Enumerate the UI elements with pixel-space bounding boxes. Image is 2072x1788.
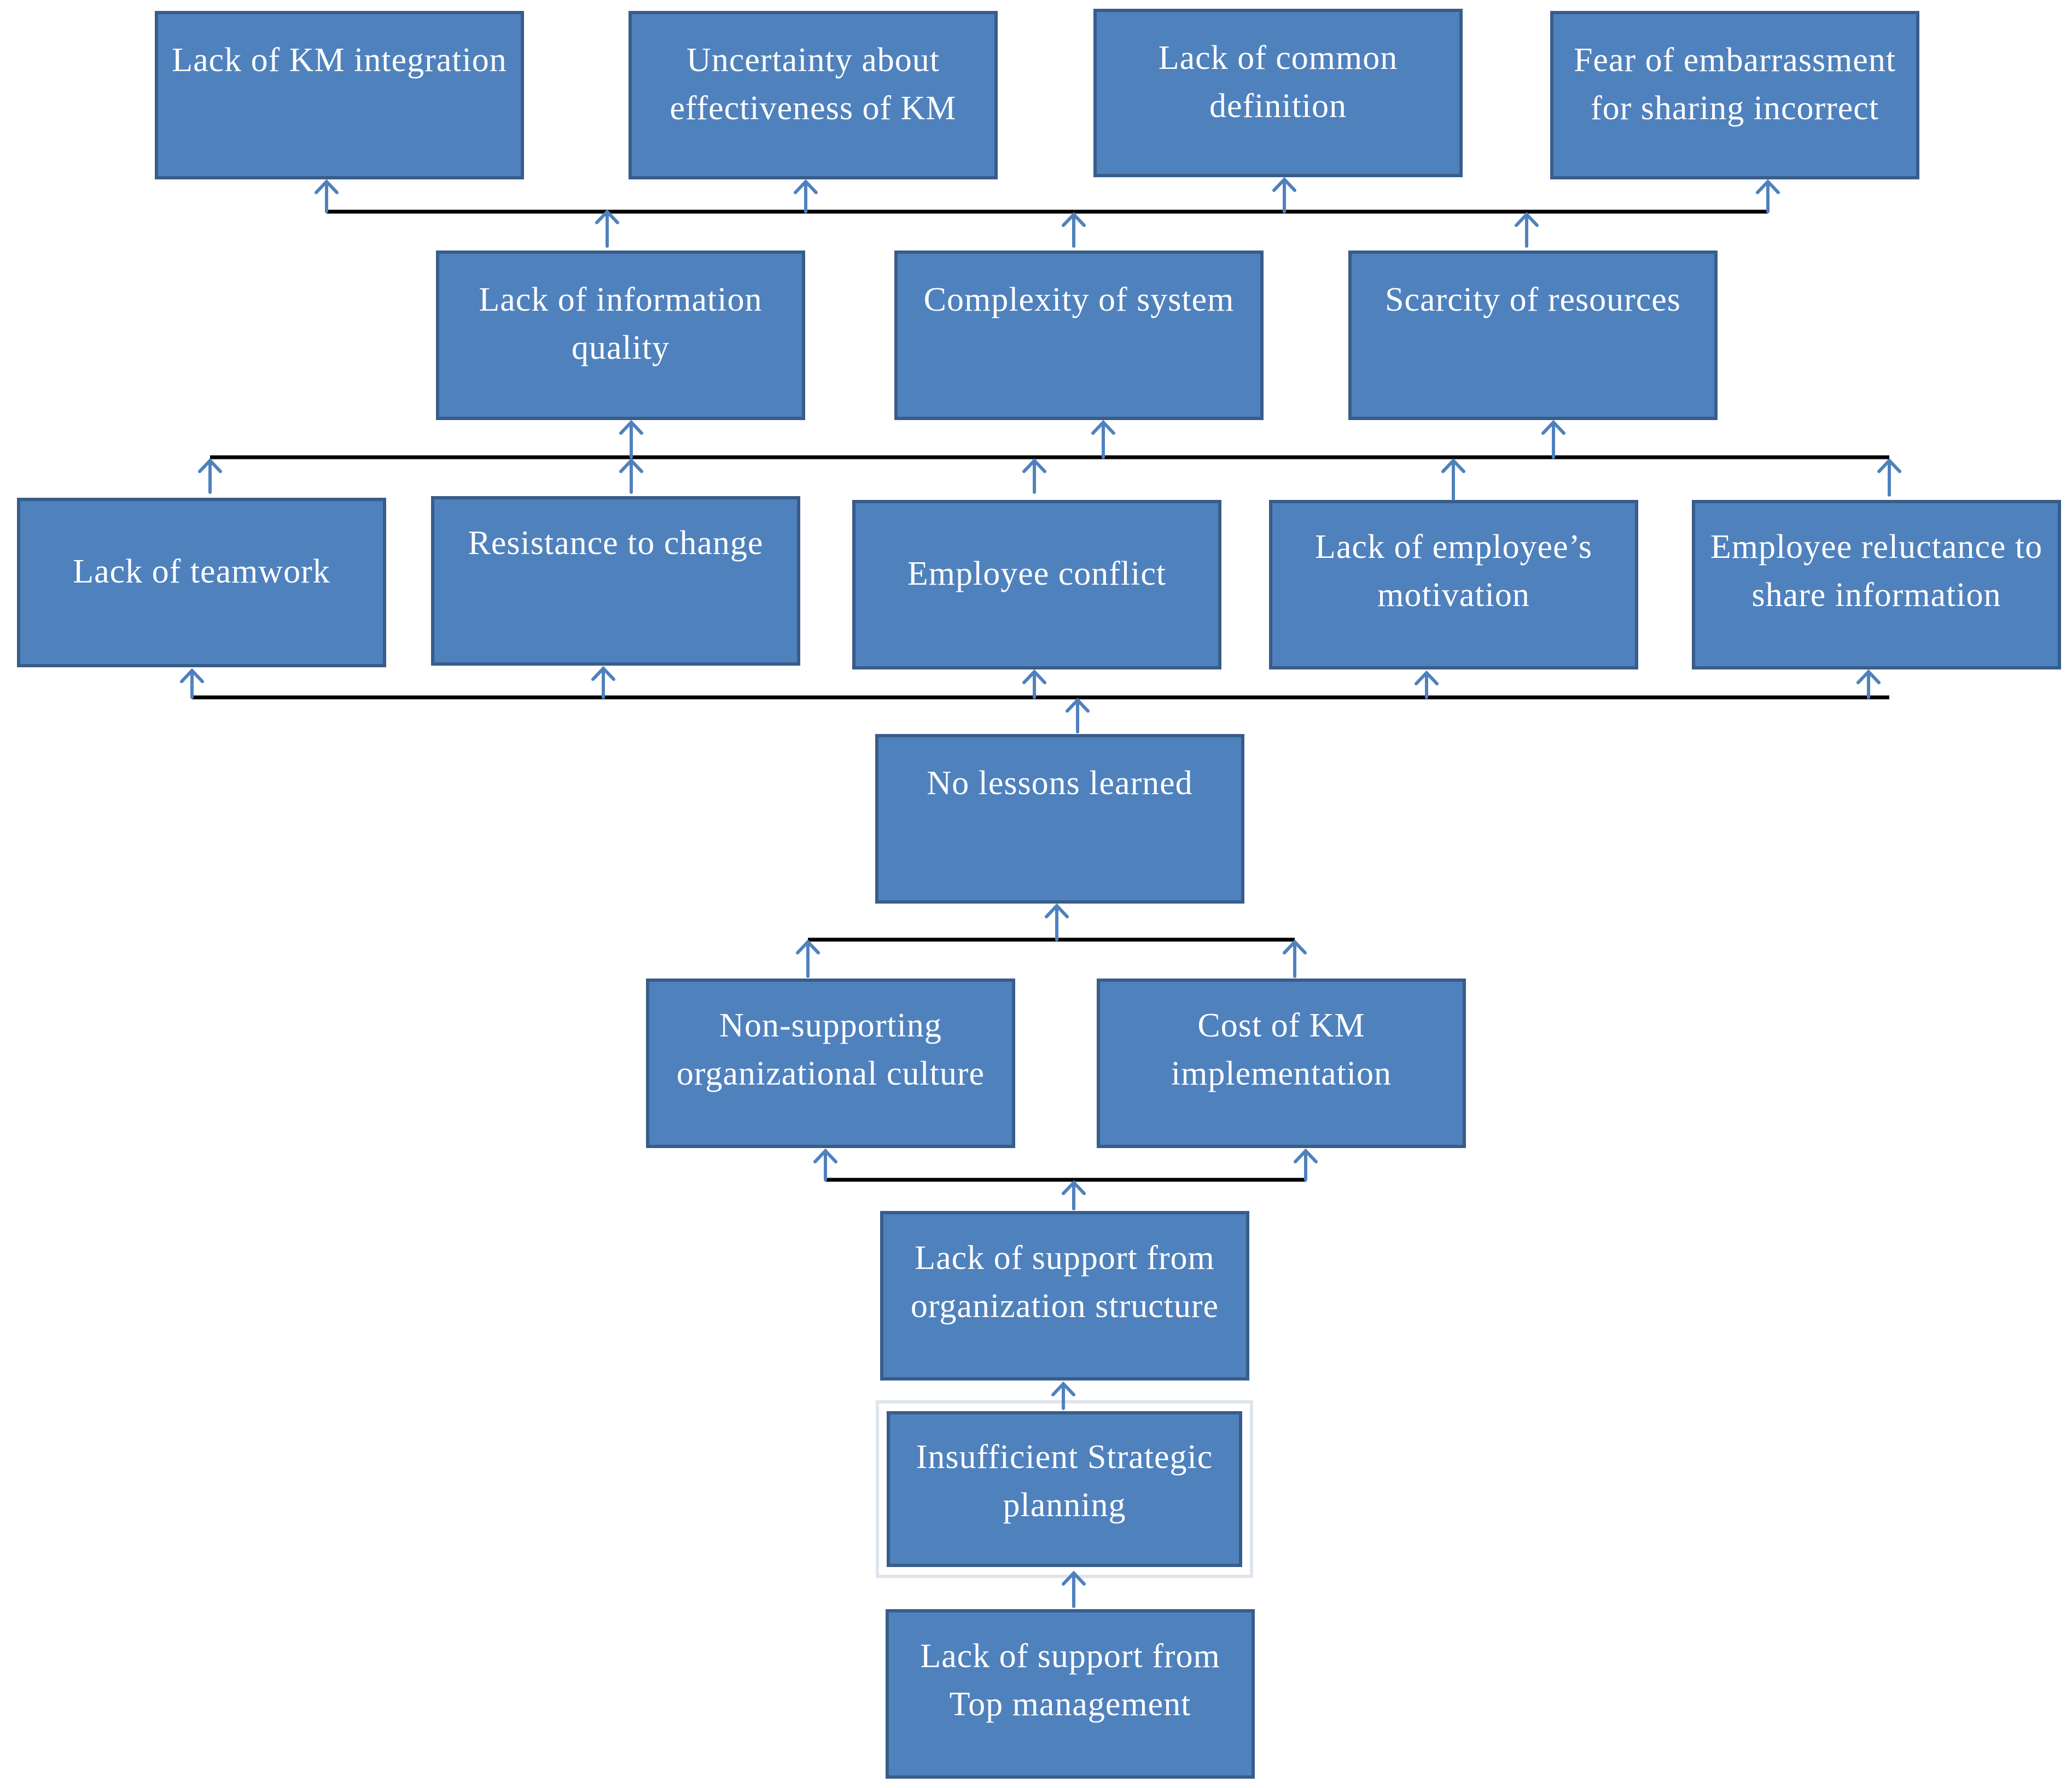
arrow-up-icon	[1415, 670, 1439, 699]
node-label: Employee reluctance to share information	[1710, 528, 2043, 614]
arrow-up-icon	[1051, 1381, 1075, 1410]
arrow-up-icon	[1515, 212, 1539, 248]
arrow-up-icon	[315, 179, 339, 213]
node-employee-conflict: Employee conflict	[852, 500, 1221, 669]
node-label: Lack of teamwork	[73, 553, 330, 590]
node-lack-teamwork: Lack of teamwork	[17, 498, 386, 667]
node-lack-information-quality: Lack of information quality	[436, 251, 805, 420]
node-lack-common-definition: Lack of common definition	[1093, 9, 1463, 177]
arrow-group-1	[315, 177, 1780, 248]
node-label: Employee conflict	[907, 555, 1167, 592]
node-label: Lack of information quality	[479, 281, 763, 366]
node-insufficient-planning: Insufficient Strategic planning	[876, 1400, 1253, 1578]
arrow-up-icon	[1062, 212, 1086, 248]
node-cost-km-implementation: Cost of KM implementation	[1097, 979, 1466, 1148]
node-resistance-change: Resistance to change	[431, 496, 800, 666]
node-label: Insufficient Strategic planning	[916, 1438, 1213, 1524]
arrow-up-icon	[1045, 903, 1069, 941]
arrow-group-2	[198, 420, 1901, 500]
arrow-group-4	[796, 903, 1307, 978]
arrow-up-icon	[198, 458, 222, 494]
node-lack-employee-motivation: Lack of employee’s motivation	[1269, 500, 1638, 669]
node-complexity-system: Complexity of system	[894, 251, 1264, 420]
arrow-up-icon	[1272, 177, 1296, 213]
node-label: No lessons learned	[927, 765, 1193, 802]
arrow-up-icon	[619, 458, 643, 494]
arrow-up-icon	[1022, 669, 1046, 699]
node-label: Resistance to change	[468, 525, 764, 562]
node-label: Complexity of system	[923, 281, 1235, 318]
arrow-group-5	[813, 1148, 1318, 1210]
arrow-up-icon	[1283, 939, 1307, 978]
node-label: Uncertainty about effectiveness of KM	[670, 42, 957, 127]
node-employee-reluctance: Employee reluctance to share information	[1692, 500, 2061, 669]
node-label: Cost of KM implementation	[1171, 1007, 1392, 1092]
arrow-up-icon	[1756, 179, 1780, 213]
arrow-up-icon	[591, 666, 615, 699]
arrow-up-icon	[1062, 1180, 1086, 1210]
arrow-up-icon	[1294, 1148, 1318, 1181]
arrow-up-icon	[1022, 458, 1046, 494]
arrow-up-icon	[1877, 458, 1901, 497]
arrow-up-icon	[1091, 420, 1115, 459]
node-label: Lack of common definition	[1158, 39, 1398, 125]
node-lack-support-structure: Lack of support from organization struct…	[880, 1211, 1249, 1381]
node-lack-km-integration: Lack of KM integration	[155, 11, 524, 179]
arrow-up-icon	[1541, 420, 1565, 459]
node-non-supporting-culture: Non-supporting organizational culture	[646, 979, 1015, 1148]
arrow-up-icon	[1066, 697, 1090, 733]
node-label: Scarcity of resources	[1385, 281, 1681, 318]
arrow-group-6	[1051, 1381, 1086, 1608]
node-label: Lack of employee’s motivation	[1315, 528, 1592, 614]
node-fear-embarrassment: Fear of embarrassment for sharing incorr…	[1550, 11, 1919, 179]
node-label: Lack of support from Top management	[920, 1638, 1220, 1723]
arrow-group-3	[180, 666, 1881, 733]
arrow-up-icon	[794, 179, 818, 213]
arrow-up-icon	[1441, 458, 1465, 500]
arrow-up-icon	[796, 939, 820, 978]
arrow-up-icon	[619, 420, 643, 459]
node-label: Non-supporting organizational culture	[676, 1007, 985, 1092]
node-label: Lack of support from organization struct…	[910, 1239, 1219, 1325]
node-label: Fear of embarrassment for sharing incorr…	[1573, 42, 1896, 127]
node-no-lessons-learned: No lessons learned	[875, 734, 1244, 904]
arrow-up-icon	[1856, 669, 1881, 699]
arrow-up-icon	[1062, 1570, 1086, 1608]
arrow-up-icon	[813, 1148, 837, 1181]
arrow-up-icon	[180, 668, 204, 699]
node-lack-support-top: Lack of support from Top management	[886, 1609, 1255, 1779]
node-uncertainty-effectiveness: Uncertainty about effectiveness of KM	[628, 11, 998, 179]
arrow-up-icon	[595, 209, 619, 248]
node-scarcity-resources: Scarcity of resources	[1348, 251, 1718, 420]
node-label: Lack of KM integration	[172, 42, 507, 79]
